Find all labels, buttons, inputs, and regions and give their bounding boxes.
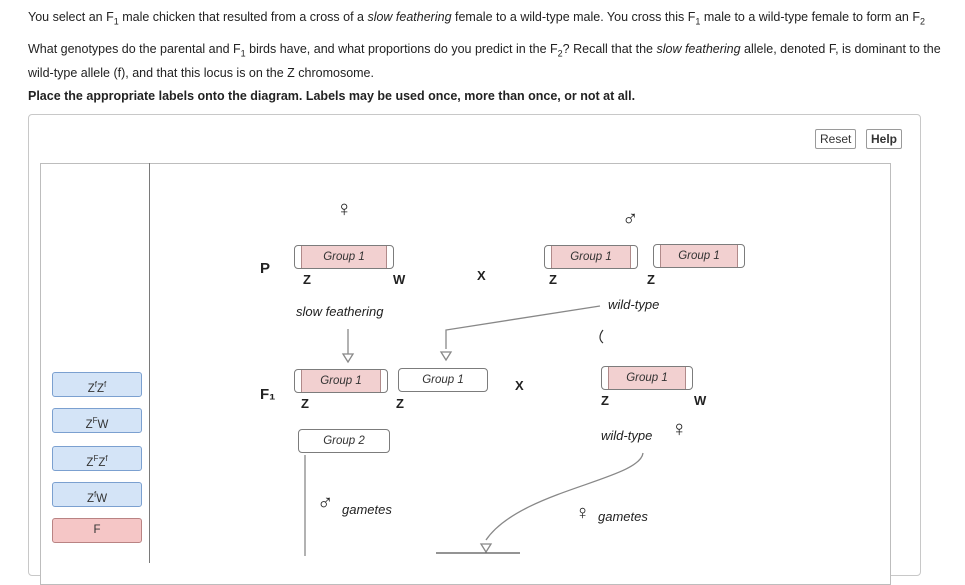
label-ZFZf[interactable]: ZFZf <box>52 446 142 471</box>
p-cross-symbol: X <box>477 268 486 283</box>
reset-button[interactable]: Reset <box>815 129 857 149</box>
p-male-z2-label: Z <box>647 272 655 287</box>
p-male-z1-label: Z <box>549 272 557 287</box>
label-ZfZf[interactable]: ZfZf <box>52 372 142 397</box>
f1-female-w-label: W <box>694 393 707 408</box>
label-ZFW[interactable]: ZFW <box>52 408 142 433</box>
female-symbol-f1: ♀ <box>671 416 688 441</box>
f1-generation-label: F₁ <box>260 386 276 403</box>
instruction-text: Place the appropriate labels onto the di… <box>28 89 636 103</box>
wild-type-male-label: wild-type <box>608 297 660 312</box>
wild-type-female-label: wild-type <box>601 428 653 443</box>
label-F[interactable]: F <box>52 518 142 543</box>
question-paragraph-2: What genotypes do the parental and F1 bi… <box>28 42 941 80</box>
drop-f1-male-z1[interactable]: Group 1 <box>294 369 388 393</box>
slow-feathering-label: slow feathering <box>296 304 384 319</box>
female-gametes-symbol: ♀ <box>575 502 590 524</box>
diagram-connectors <box>304 305 644 556</box>
label-bank-divider <box>149 163 150 563</box>
male-gametes-label: gametes <box>342 502 392 517</box>
f1-male-z2-label: Z <box>396 396 404 411</box>
drop-p-male-z1[interactable]: Group 1 <box>544 245 638 269</box>
help-button[interactable]: Help <box>866 129 903 149</box>
female-symbol: ♀ <box>336 196 353 221</box>
female-gametes-label: gametes <box>598 509 648 524</box>
drop-f1-male-z2[interactable]: Group 1 <box>398 368 488 392</box>
drop-p-female-z[interactable]: Group 1 <box>294 245 394 269</box>
f1-female-z-label: Z <box>601 393 609 408</box>
p-generation-label: P <box>260 260 271 277</box>
f1-male-z1-label: Z <box>301 396 309 411</box>
f1-cross-symbol: X <box>515 378 524 393</box>
drop-p-male-z2[interactable]: Group 1 <box>653 244 745 268</box>
question-paragraph-1: You select an F1 male chicken that resul… <box>28 10 925 27</box>
p-female-z-label: Z <box>303 272 311 287</box>
male-symbol: ♂ <box>622 206 639 231</box>
drop-f1-female-z[interactable]: Group 1 <box>601 366 693 390</box>
drop-group2[interactable]: Group 2 <box>298 429 390 453</box>
label-ZfW[interactable]: ZfW <box>52 482 142 507</box>
p-female-w-label: W <box>393 272 406 287</box>
male-gametes-symbol: ♂ <box>317 490 334 515</box>
